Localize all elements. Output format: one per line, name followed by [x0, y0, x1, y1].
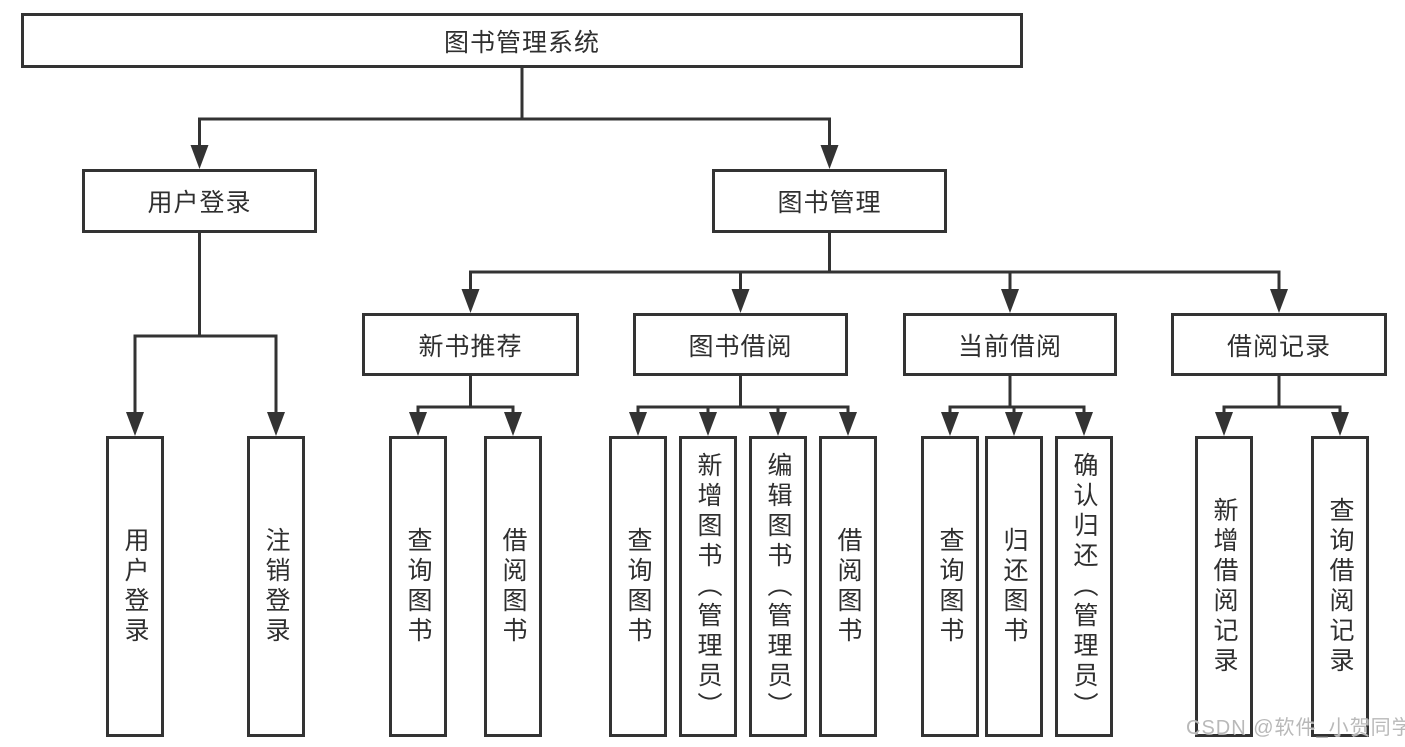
watermark: CSDN @软件_小贺同学 [1186, 717, 1405, 739]
node-leaf-borrow-books-2: 借阅图书 [819, 436, 877, 737]
node-leaf-query-books-3: 查询图书 [921, 436, 979, 737]
node-leaf-borrow-books-1: 借阅图书 [484, 436, 542, 737]
node-leaf-add-books: 新增图书（管理员） [679, 436, 737, 737]
node-label-leaf-logout: 注销登录 [262, 526, 290, 647]
node-book-borrow: 图书借阅 [633, 313, 848, 376]
node-label-book-borrow: 图书借阅 [688, 332, 793, 361]
node-leaf-query-books-1: 查询图书 [389, 436, 447, 737]
node-label-leaf-query-books-1: 查询图书 [404, 526, 432, 647]
node-label-user-login: 用户登录 [147, 189, 252, 217]
node-label-book-mgmt: 图书管理 [777, 189, 882, 217]
node-leaf-confirm-return: 确认归还（管理员） [1055, 436, 1113, 737]
node-label-leaf-query-books-2: 查询图书 [624, 526, 652, 647]
node-leaf-edit-books: 编辑图书（管理员） [749, 436, 807, 737]
arrowheads [126, 145, 1349, 436]
node-leaf-query-record: 查询借阅记录 [1311, 436, 1369, 737]
node-leaf-query-books-2: 查询图书 [609, 436, 667, 737]
node-new-book-rec: 新书推荐 [362, 313, 579, 376]
node-leaf-add-record: 新增借阅记录 [1195, 436, 1253, 737]
node-leaf-user-login: 用户登录 [106, 436, 164, 737]
node-current-borrow: 当前借阅 [903, 313, 1117, 376]
node-label-leaf-borrow-books-2: 借阅图书 [834, 526, 862, 647]
node-label-leaf-user-login: 用户登录 [121, 526, 149, 647]
node-label-system: 图书管理系统 [443, 28, 600, 57]
node-label-leaf-borrow-books-1: 借阅图书 [499, 526, 527, 647]
node-label-leaf-edit-books: 编辑图书（管理员） [764, 451, 792, 722]
node-label-leaf-query-record: 查询借阅记录 [1326, 496, 1354, 677]
node-book-mgmt: 图书管理 [712, 169, 947, 233]
node-label-new-book-rec: 新书推荐 [418, 332, 523, 361]
node-system: 图书管理系统 [21, 13, 1023, 68]
node-label-current-borrow: 当前借阅 [957, 332, 1062, 361]
node-leaf-return-books: 归还图书 [985, 436, 1043, 737]
node-label-leaf-query-books-3: 查询图书 [936, 526, 964, 647]
node-user-login: 用户登录 [82, 169, 317, 233]
node-label-leaf-return-books: 归还图书 [1000, 526, 1028, 647]
node-label-leaf-add-record: 新增借阅记录 [1210, 496, 1238, 677]
node-borrow-records: 借阅记录 [1171, 313, 1387, 376]
node-label-leaf-confirm-return: 确认归还（管理员） [1070, 451, 1098, 722]
node-label-leaf-add-books: 新增图书（管理员） [694, 451, 722, 722]
node-label-borrow-records: 借阅记录 [1226, 332, 1331, 361]
node-leaf-logout: 注销登录 [247, 436, 305, 737]
